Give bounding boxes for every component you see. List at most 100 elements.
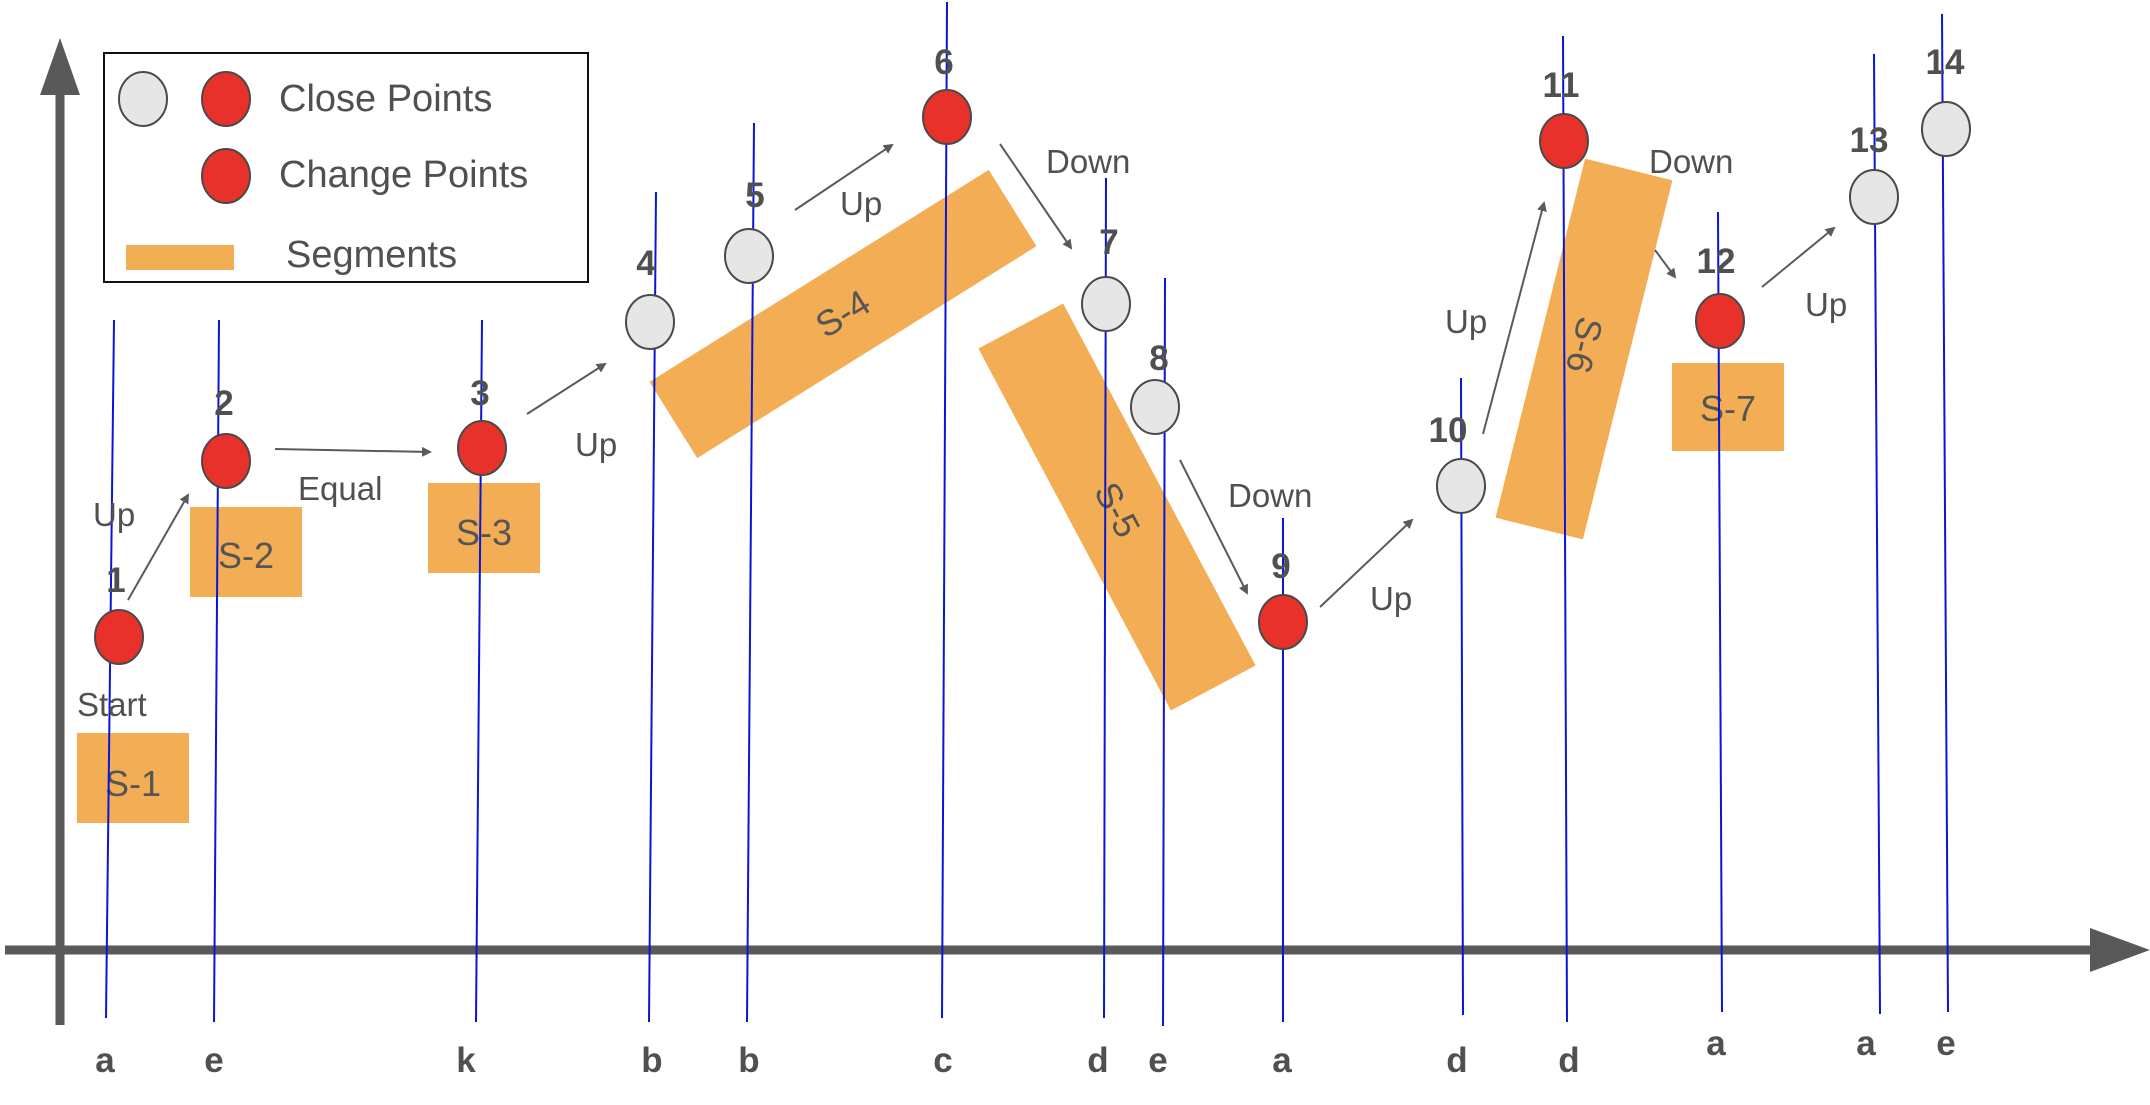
arrow-3-4 [526, 362, 607, 415]
segment-label-s7: S-7 [1700, 388, 1756, 429]
point-1 [94, 609, 144, 665]
direction-labels: Start Up Equal Up Up Down Down Up Up Dow… [77, 143, 1847, 723]
axis-letter-12: a [1706, 1024, 1726, 1063]
axis-letter-6: c [933, 1041, 952, 1080]
segments [77, 158, 1784, 823]
legend-box [103, 52, 589, 283]
points [94, 89, 1971, 665]
arrow-5-6 [794, 143, 894, 211]
segment-s1 [77, 733, 189, 823]
label-dir-4: Up [840, 185, 882, 222]
point-number-8: 8 [1149, 339, 1168, 378]
x-axis-arrowhead [2090, 928, 2150, 972]
segment-s7 [1672, 363, 1784, 451]
axis-letters: a e k b b c d e a d d a a e [95, 1024, 1955, 1080]
arrow-12-13 [1761, 226, 1836, 288]
label-dir-10: Up [1805, 286, 1847, 323]
axis-letter-1: a [95, 1041, 115, 1080]
point-number-12: 12 [1697, 242, 1736, 281]
segment-s6 [1495, 158, 1673, 540]
label-dir-6: Down [1228, 477, 1312, 514]
axis-letter-8: e [1148, 1041, 1167, 1080]
point-number-4: 4 [636, 244, 656, 283]
point-number-10: 10 [1429, 411, 1468, 450]
point-number-9: 9 [1271, 547, 1290, 586]
label-dir-1: Up [93, 496, 135, 533]
segment-label-s2: S-2 [218, 535, 274, 576]
arrow-9-10 [1319, 518, 1414, 608]
point-7 [1081, 276, 1131, 332]
legend-close-point-swatch [118, 71, 168, 127]
label-dir-7: Up [1370, 580, 1412, 617]
axis-letter-13: a [1856, 1024, 1876, 1063]
point-2 [201, 433, 251, 489]
point-5 [724, 228, 774, 284]
point-number-6: 6 [934, 43, 953, 82]
arrow-11-12 [1654, 249, 1677, 279]
axes [5, 38, 2150, 1025]
arrow-2-3 [274, 446, 432, 457]
vline-2 [213, 319, 220, 1023]
axis-letter-3: k [456, 1041, 476, 1080]
vline-14 [1941, 13, 1949, 1013]
axis-letter-10: d [1446, 1041, 1467, 1080]
point-10 [1436, 458, 1486, 514]
axis-letter-14: e [1936, 1024, 1955, 1063]
vline-1 [105, 319, 115, 1019]
point-9 [1258, 594, 1308, 650]
y-axis-arrowhead [40, 38, 80, 95]
legend-change-point-swatch [201, 148, 251, 204]
arrow-8-9 [1179, 459, 1248, 595]
segment-label-s3: S-3 [456, 512, 512, 553]
label-dir-9: Down [1649, 143, 1733, 180]
point-number-14: 14 [1926, 43, 1965, 82]
direction-arrows [127, 143, 1836, 608]
legend-close-points-label: Close Points [279, 78, 492, 120]
axis-letter-11: d [1558, 1041, 1579, 1080]
axis-letter-7: d [1087, 1041, 1108, 1080]
point-13 [1849, 169, 1899, 225]
point-number-1: 1 [106, 561, 125, 600]
point-number-11: 11 [1543, 66, 1580, 105]
segment-s4 [649, 169, 1037, 459]
arrow-10-11 [1482, 201, 1547, 435]
point-3 [457, 420, 507, 476]
point-numbers: 1 2 3 4 5 6 7 8 9 10 11 12 13 14 [106, 43, 1965, 600]
label-start: Start [77, 686, 147, 723]
arrow-6-7 [999, 143, 1073, 250]
point-4 [625, 294, 675, 350]
point-number-7: 7 [1099, 223, 1118, 262]
axis-letter-4: b [641, 1041, 662, 1080]
legend-close-point-red-swatch [201, 71, 251, 127]
label-dir-8: Up [1445, 303, 1487, 340]
axis-letter-5: b [738, 1041, 759, 1080]
legend-change-points-label: Change Points [279, 154, 528, 196]
vline-11 [1562, 35, 1568, 1023]
point-14 [1921, 101, 1971, 157]
label-dir-2: Equal [298, 470, 382, 507]
point-number-5: 5 [745, 176, 764, 215]
arrow-1-2 [127, 493, 189, 601]
point-number-2: 2 [214, 384, 233, 423]
segment-s5 [978, 303, 1256, 711]
point-number-13: 13 [1850, 121, 1889, 160]
axis-letter-2: e [204, 1041, 223, 1080]
segment-s3 [428, 483, 540, 573]
point-12 [1695, 293, 1745, 349]
vline-6 [941, 1, 948, 1019]
point-number-3: 3 [470, 374, 489, 413]
point-8 [1130, 379, 1180, 435]
legend-segments-label: Segments [286, 234, 457, 276]
segment-label-s1: S-1 [105, 763, 161, 804]
label-dir-5: Down [1046, 143, 1130, 180]
label-dir-3: Up [575, 426, 617, 463]
segment-labels: S-1 S-2 S-3 S-4 S-5 S-6 S-7 [105, 281, 1756, 804]
point-11 [1539, 113, 1589, 169]
segment-s2 [190, 507, 302, 597]
point-6 [922, 89, 972, 145]
legend-segment-swatch [126, 245, 234, 270]
axis-letter-9: a [1272, 1041, 1292, 1080]
legend: Close Points Change Points Segments [103, 52, 589, 283]
